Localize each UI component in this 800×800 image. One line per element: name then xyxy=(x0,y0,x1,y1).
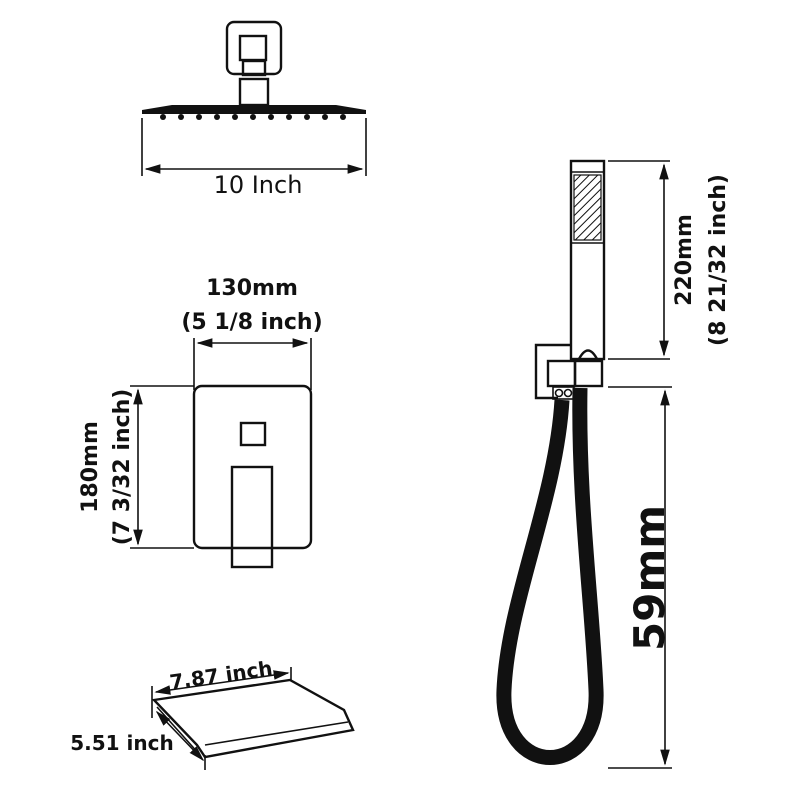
hand-shower-length-mm-label: 220mm xyxy=(672,214,697,306)
valve-height-mm-label: 180mm xyxy=(78,421,103,513)
hose-length-label: 59mm xyxy=(625,505,674,651)
hand-shower-length-inch-label: (8 21/32 inch) xyxy=(706,174,731,346)
valve-height-inch-label: (7 3/32 inch) xyxy=(110,389,135,546)
valve-width-mm-label: 130mm xyxy=(206,276,298,301)
tub-spout xyxy=(151,667,355,770)
rain-shower-head xyxy=(141,20,367,176)
rain-head-width-label: 10 Inch xyxy=(214,171,303,199)
mixing-valve-plate xyxy=(130,338,313,569)
hand-shower xyxy=(496,159,672,769)
valve-width-inch-label: (5 1/8 inch) xyxy=(181,310,322,335)
spout-depth-label: 5.51 inch xyxy=(70,731,174,755)
spout-length-label: 7.87 inch xyxy=(168,656,274,694)
